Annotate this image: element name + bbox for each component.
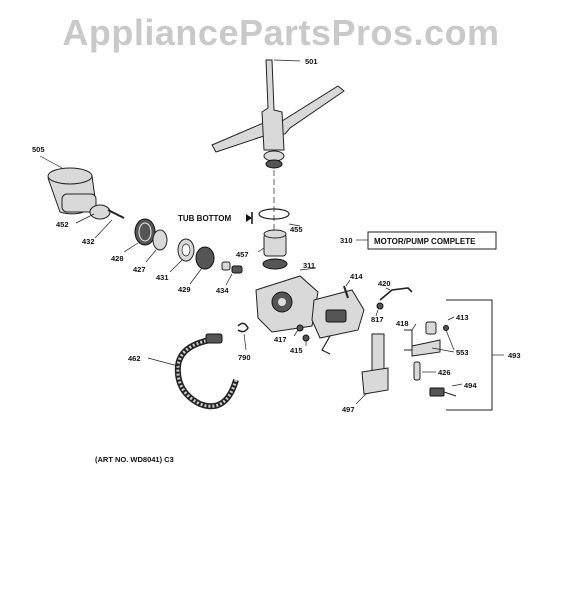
part-label-311: 311 [303,261,315,270]
screw-417[interactable] [293,324,304,337]
sump-housing-505[interactable] [39,155,97,215]
part-label-426: 426 [438,368,451,377]
part-label-457: 457 [236,250,249,259]
part-label-790: 790 [238,353,251,362]
part-label-455: 455 [290,225,303,234]
screw-414[interactable] [343,279,351,299]
part-label-431: 431 [156,273,169,282]
gasket-431[interactable] [169,238,195,273]
spray-arm-501[interactable] [211,59,345,169]
part-label-497: 497 [342,405,355,414]
switch-413[interactable] [425,316,455,335]
part-label-414: 414 [350,272,363,281]
tube-457[interactable] [257,229,288,270]
impeller-429[interactable] [189,246,215,285]
part-label-427: 427 [133,265,146,274]
drain-hose-462[interactable] [147,333,239,410]
filter-428[interactable] [123,218,156,253]
group-bracket-493 [446,299,504,411]
terminal-494[interactable] [429,383,463,397]
clamp-452[interactable] [75,204,111,224]
part-label-415: 415 [290,346,303,355]
screw-415[interactable] [302,334,310,346]
motor[interactable] [311,289,365,355]
part-label-505: 505 [32,145,45,154]
part-label-420: 420 [378,279,391,288]
seal-434[interactable] [221,261,243,286]
ring-427[interactable] [145,229,168,263]
part-label-432: 432 [82,237,95,246]
part-label-452: 452 [56,220,69,229]
motor-pump-complete-label: MOTOR/PUMP COMPLETE [374,237,476,246]
watermark-text: AppliancePartsPros.com [62,12,500,53]
part-label-493: 493 [508,351,521,360]
part-label-494: 494 [464,381,477,390]
arrow-icon [246,212,253,224]
part-label-413: 413 [456,313,469,322]
part-label-817: 817 [371,315,384,324]
part-label-553: 553 [456,348,469,357]
part-label-418: 418 [396,319,409,328]
tub-bottom-label: TUB BOTTOM [178,214,232,223]
switch-holder-553[interactable] [411,329,455,357]
part-label-417: 417 [274,335,287,344]
screw-432[interactable] [94,209,125,239]
part-426[interactable] [413,361,436,381]
motor-pump-box [356,231,497,250]
part-label-462: 462 [128,354,141,363]
bracket-497[interactable] [355,333,389,405]
pump-housing-311[interactable] [255,267,319,333]
part-label-434: 434 [216,286,229,295]
art-number-label: (ART NO. WD8041) C3 [95,455,174,464]
nut-817[interactable] [375,302,384,317]
bracket-418[interactable] [404,323,417,351]
part-label-428: 428 [111,254,124,263]
wire-420[interactable] [379,287,413,301]
o-ring-455[interactable] [258,208,301,227]
part-label-501: 501 [305,57,318,66]
part-label-310: 310 [340,236,353,245]
clip-790[interactable] [237,322,249,351]
part-label-429: 429 [178,285,191,294]
